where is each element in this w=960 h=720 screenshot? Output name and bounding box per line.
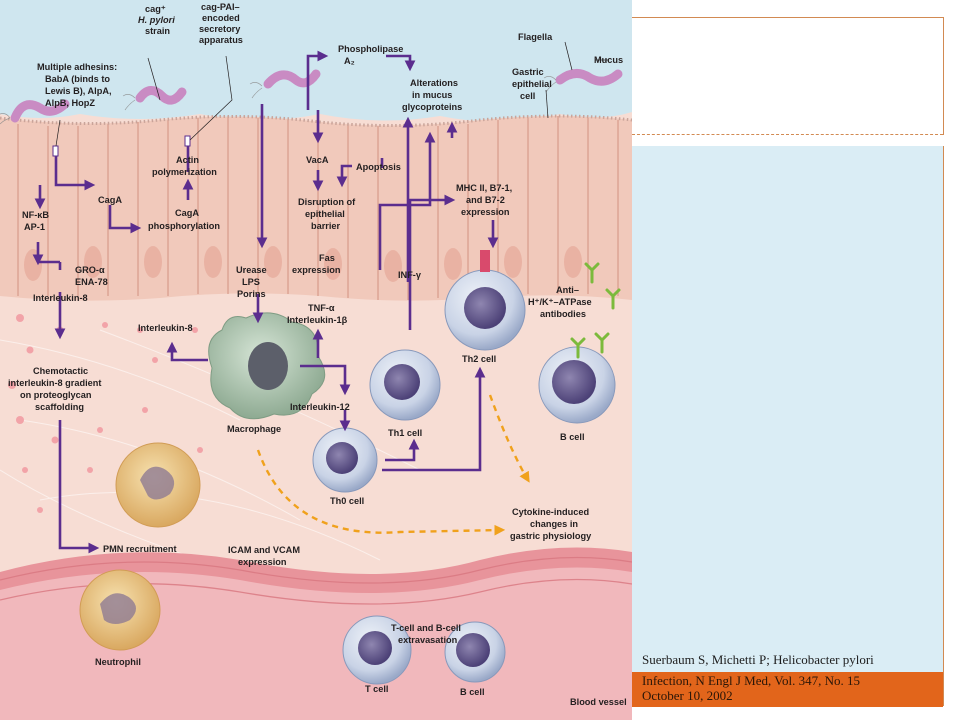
label-il8-top: Interleukin-8	[33, 293, 88, 303]
content-panel	[632, 146, 944, 706]
label-icam-1: ICAM and VCAM	[228, 545, 300, 555]
label-th0: Th0 cell	[330, 496, 364, 506]
label-alterations-2: in mucus	[412, 90, 452, 100]
label-nfkb-1: NF-κB	[22, 210, 49, 220]
label-caga-phos-2: phosphorylation	[148, 221, 220, 231]
th2-cell	[444, 250, 526, 351]
label-alterations-1: Alterations	[410, 78, 458, 88]
label-disruption-1: Disruption of	[298, 197, 356, 207]
label-adhesins-3: Lewis B), AlpA,	[45, 86, 112, 96]
label-cagpai-2: encoded	[202, 13, 240, 23]
label-pmn: PMN recruitment	[103, 544, 177, 554]
h-pylori-bacteria	[10, 69, 623, 123]
label-nfkb-2: AP-1	[24, 222, 45, 232]
label-anti-2: H⁺/K⁺–ATPase	[528, 297, 592, 307]
neutrophil-top	[115, 442, 201, 528]
label-chemotactic-2: interleukin-8 gradient	[8, 378, 101, 388]
label-fas-1: Fas	[319, 253, 335, 263]
label-caga: CagA	[98, 195, 122, 205]
label-gastric-cell-1: Gastric	[512, 67, 544, 77]
th1-cell	[369, 349, 441, 421]
il8-gradient-dots	[8, 314, 203, 513]
label-cytokine-3: gastric physiology	[510, 531, 592, 541]
label-cytokine-1: Cytokine-induced	[512, 507, 589, 517]
label-b-cell-bottom: B cell	[460, 687, 485, 697]
label-cagpai-1: cag-PAI–	[201, 2, 240, 12]
citation-lines-2-3: Infection, N Engl J Med, Vol. 347, No. 1…	[642, 673, 860, 703]
label-cag-strain-1: cag⁺	[145, 4, 166, 14]
label-anti-3: antibodies	[540, 309, 586, 319]
citation-line-2: Infection, N Engl J Med, Vol. 347, No. 1…	[642, 673, 860, 688]
label-chemotactic-1: Chemotactic	[33, 366, 88, 376]
side-panel: Suerbaum S, Michetti P; Helicobacter pyl…	[632, 0, 960, 720]
b-cell-top	[538, 346, 616, 424]
neutrophil-vessel	[79, 569, 161, 651]
label-il12: Interleukin-12	[290, 402, 350, 412]
label-th1: Th1 cell	[388, 428, 422, 438]
label-gro-1: GRO-α	[75, 265, 105, 275]
label-tnf-2: Interleukin-1β	[287, 315, 348, 325]
label-gastric-cell-3: cell	[520, 91, 535, 101]
citation-band	[632, 672, 943, 707]
label-urease-3: Porins	[237, 289, 266, 299]
th0-cell	[312, 427, 378, 493]
label-chemotactic-3: on proteoglycan	[20, 390, 92, 400]
label-chemotactic-4: scaffolding	[35, 402, 84, 412]
label-mhc-2: and B7-2	[466, 195, 505, 205]
label-macrophage: Macrophage	[227, 424, 281, 434]
pathway-arrows	[32, 50, 499, 554]
label-blood-vessel: Blood vessel	[570, 697, 627, 707]
label-neutrophil: Neutrophil	[95, 657, 141, 667]
label-urease-1: Urease	[236, 265, 267, 275]
label-cag-strain-2: H. pylori	[138, 15, 175, 25]
label-il8-mid: Interleukin-8	[138, 323, 193, 333]
label-adhesins-2: BabA (binds to	[45, 74, 110, 84]
label-adhesins-1: Multiple adhesins:	[37, 62, 117, 72]
label-gastric-cell-2: epithelial	[512, 79, 552, 89]
label-tnf-1: TNF-α	[308, 303, 335, 313]
citation-line-3: October 10, 2002	[642, 688, 733, 703]
label-adhesins-4: AlpB, HopZ	[45, 98, 95, 108]
figure-labels: cag⁺ H. pylori strain cag-PAI– encoded s…	[8, 2, 627, 707]
label-mhc-1: MHC II, B7-1,	[456, 183, 512, 193]
label-mucus: Mucus	[594, 55, 623, 65]
label-extrav-2: extravasation	[398, 635, 458, 645]
label-alterations-3: glycoproteins	[402, 102, 462, 112]
label-t-cell: T cell	[365, 684, 389, 694]
label-cagpai-4: apparatus	[199, 35, 243, 45]
cytokine-dashed-arrows	[256, 394, 530, 536]
label-vaca: VacA	[306, 155, 329, 165]
label-cagpai-3: secretory	[199, 24, 241, 34]
label-cytokine-2: changes in	[530, 519, 578, 529]
label-icam-2: expression	[238, 557, 287, 567]
label-disruption-3: barrier	[311, 221, 341, 231]
label-th2: Th2 cell	[462, 354, 496, 364]
t-cell-vessel	[342, 615, 412, 685]
label-mhc-3: expression	[461, 207, 510, 217]
pathogenesis-illustration: cag⁺ H. pylori strain cag-PAI– encoded s…	[0, 0, 632, 720]
label-actin-1: Actin	[176, 155, 199, 165]
label-flagella: Flagella	[518, 32, 553, 42]
b-cell-vessel	[444, 621, 506, 683]
label-actin-2: polymerization	[152, 167, 217, 177]
label-extrav-1: T-cell and B-cell	[391, 623, 461, 633]
title-placeholder-box	[632, 17, 944, 135]
label-phospholipase: Phospholipase	[338, 44, 403, 54]
macrophage	[208, 312, 326, 420]
epithelial-nuclei	[24, 246, 582, 282]
label-cag-strain-3: strain	[145, 26, 170, 36]
label-urease-2: LPS	[242, 277, 260, 287]
dashed-divider	[632, 134, 943, 135]
label-fas-2: expression	[292, 265, 341, 275]
label-disruption-2: epithelial	[305, 209, 345, 219]
label-caga-phos-1: CagA	[175, 208, 199, 218]
label-gro-2: ENA-78	[75, 277, 108, 287]
label-inf: INF-γ	[398, 270, 422, 280]
citation-line-1: Suerbaum S, Michetti P; Helicobacter pyl…	[642, 652, 874, 667]
label-b-cell-top: B cell	[560, 432, 585, 442]
label-apoptosis: Apoptosis	[356, 162, 401, 172]
label-phospholipase-sub: A₂	[344, 56, 355, 66]
label-anti-1: Anti–	[556, 285, 579, 295]
antibody-icons	[570, 262, 621, 359]
